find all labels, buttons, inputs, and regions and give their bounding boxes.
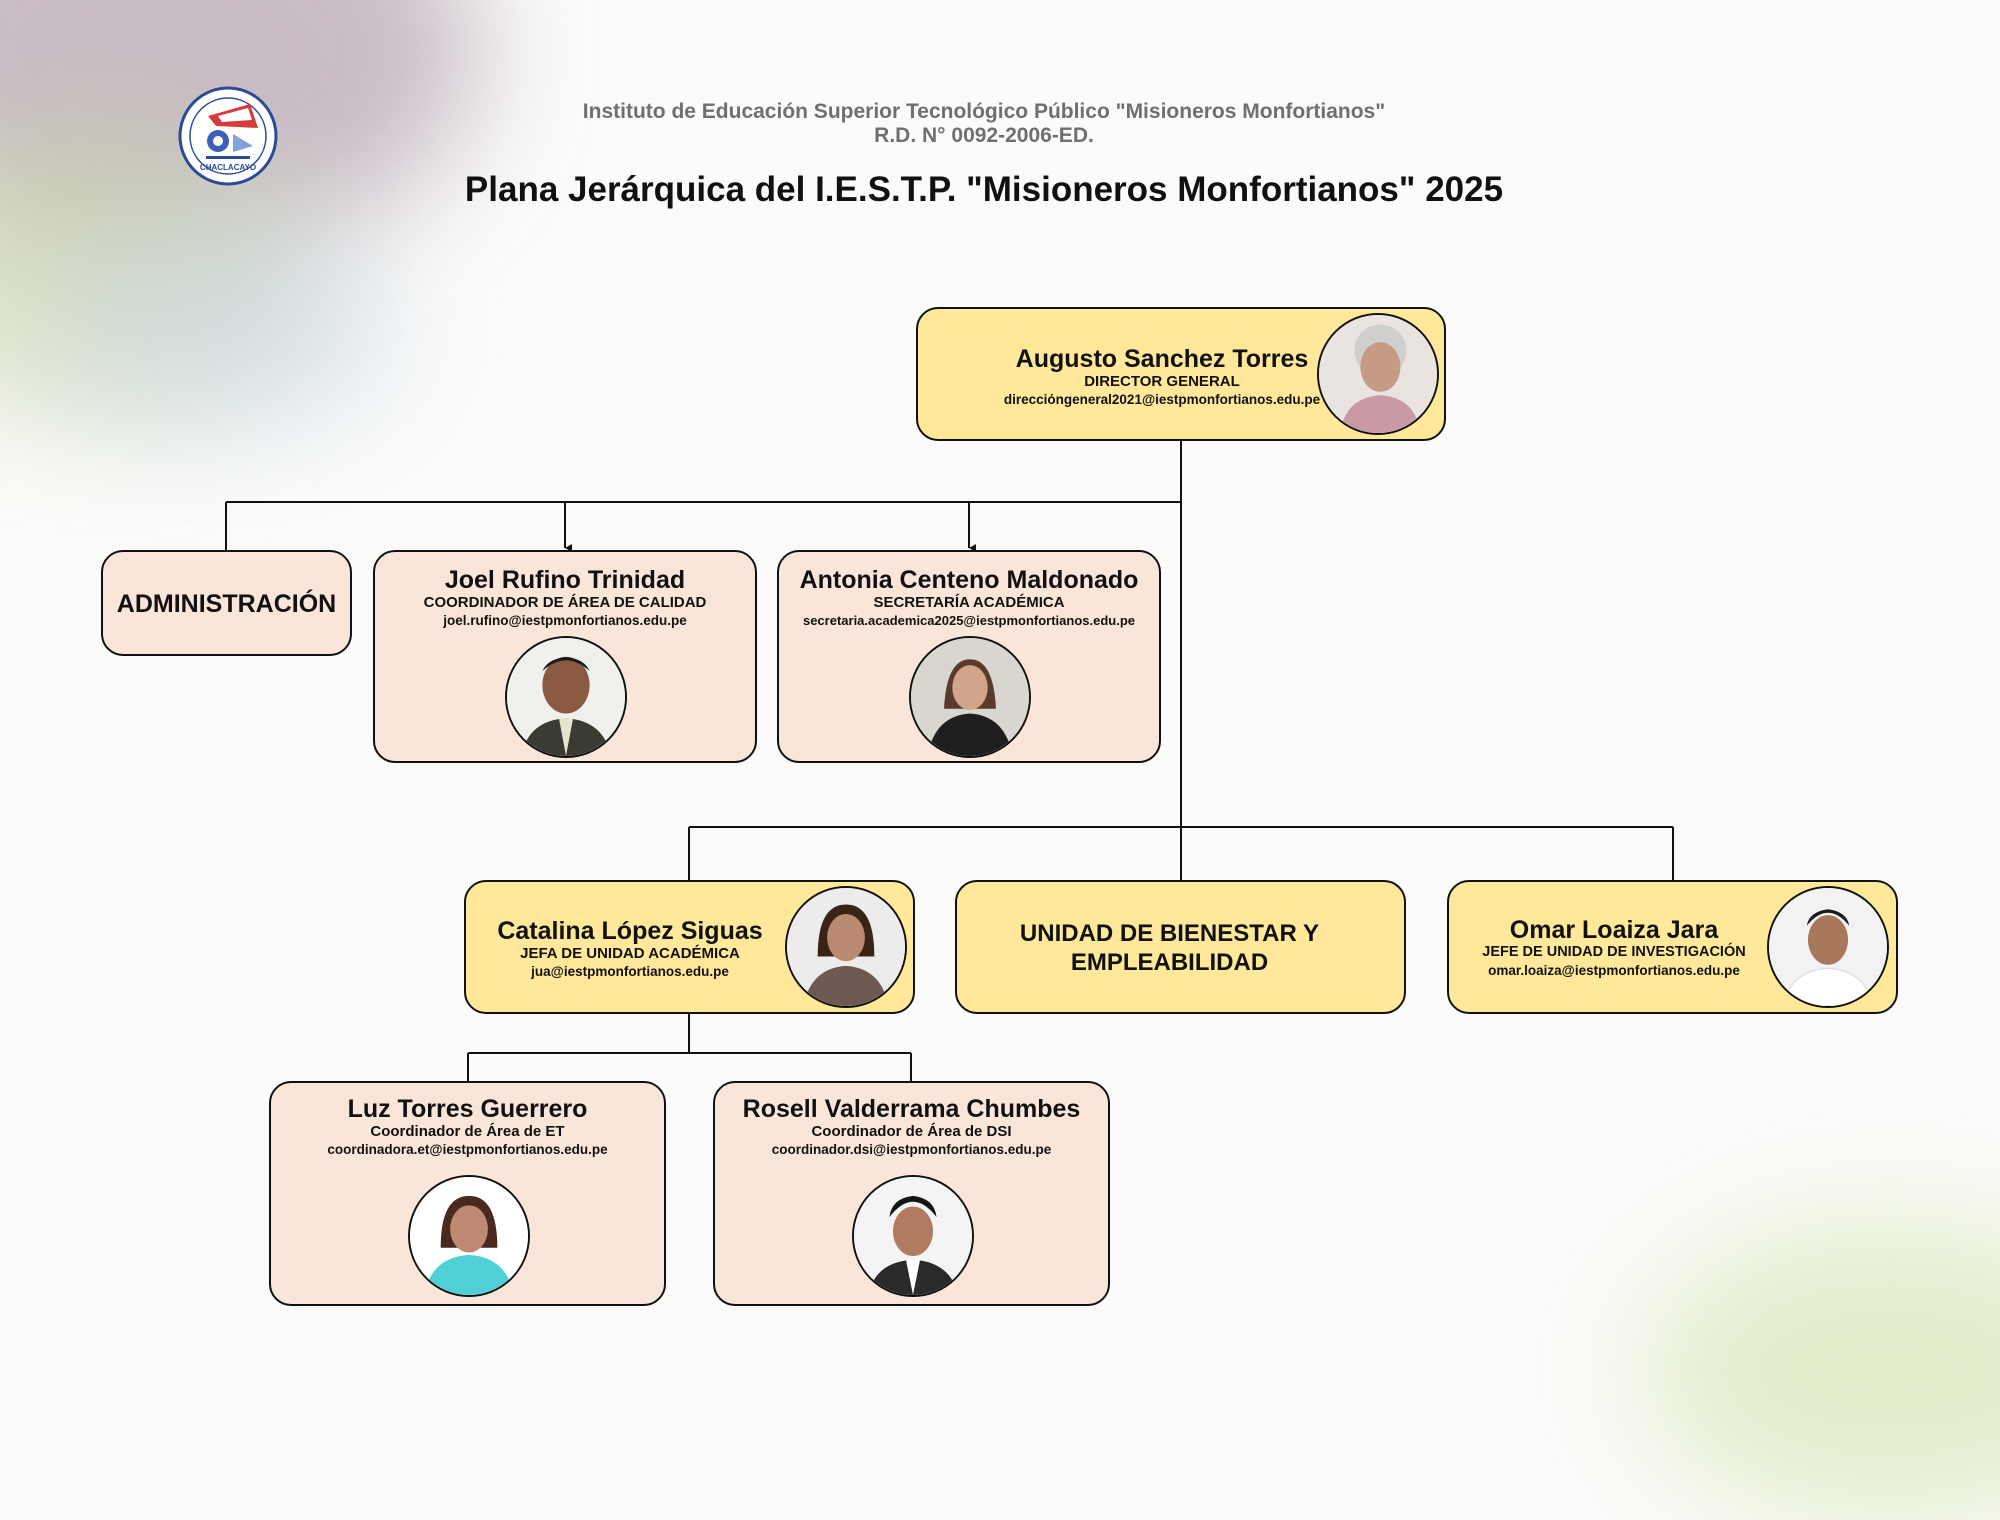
- node-dsi: Rosell Valderrama Chumbes Coordinador de…: [713, 1081, 1110, 1306]
- resolution-number: R.D. N° 0092-2006-ED.: [874, 124, 1094, 147]
- dsi-photo: [852, 1175, 974, 1297]
- investigacion-email: omar.loaiza@iestpmonfortianos.edu.pe: [1488, 963, 1740, 978]
- calidad-role: COORDINADOR DE ÁREA DE CALIDAD: [423, 594, 707, 611]
- director-photo: [1317, 313, 1439, 435]
- director-email: direcciόngeneral2021@iestpmonfortianos.e…: [1003, 392, 1321, 407]
- et-email: coordinadora.et@iestpmonfortianos.edu.pe: [327, 1142, 608, 1157]
- logo-text: CHACLACAYO: [200, 163, 256, 172]
- secretaria-name: Antonia Centeno Maldonado: [799, 566, 1139, 594]
- node-director: Augusto Sanchez Torres DIRECTOR GENERAL …: [916, 307, 1446, 441]
- secretaria-role: SECRETARÍA ACADÉMICA: [873, 594, 1065, 611]
- calidad-photo: [505, 636, 627, 758]
- director-name: Augusto Sanchez Torres: [1015, 345, 1309, 373]
- secretaria-photo: [909, 636, 1031, 758]
- page-title: Plana Jerárquica del I.E.S.T.P. "Misione…: [464, 170, 1504, 209]
- et-photo: [408, 1175, 530, 1297]
- node-investigacion: Omar Loaiza Jara JEFE DE UNIDAD DE INVES…: [1447, 880, 1898, 1014]
- node-secretaria: Antonia Centeno Maldonado SECRETARÍA ACA…: [777, 550, 1161, 763]
- dsi-name: Rosell Valderrama Chumbes: [742, 1095, 1081, 1123]
- institution-header: Instituto de Educación Superior Tecnológ…: [0, 100, 1968, 148]
- bienestar-label: UNIDAD DE BIENESTAR Y EMPLEABILIDAD: [957, 919, 1382, 977]
- bienestar-line1: UNIDAD DE BIENESTAR Y: [1019, 920, 1320, 947]
- node-administracion: ADMINISTRACIÓN: [101, 550, 352, 656]
- investigacion-role: JEFE DE UNIDAD DE INVESTIGACIÓN: [1482, 944, 1746, 960]
- academica-role: JEFA DE UNIDAD ACADÉMICA: [520, 945, 740, 962]
- investigacion-photo: [1767, 886, 1889, 1008]
- dsi-email: coordinador.dsi@iestpmonfortianos.edu.pe: [771, 1142, 1052, 1157]
- administracion-label: ADMINISTRACIÓN: [116, 590, 337, 618]
- node-calidad: Joel Rufino Trinidad COORDINADOR DE ÁREA…: [373, 550, 757, 763]
- et-role: Coordinador de Área de ET: [370, 1123, 565, 1140]
- calidad-email: joel.rufino@iestpmonfortianos.edu.pe: [443, 613, 687, 628]
- institution-name: Instituto de Educación Superior Tecnológ…: [582, 100, 1386, 123]
- node-et: Luz Torres Guerrero Coordinador de Área …: [269, 1081, 666, 1306]
- secretaria-email: secretaria.academica2025@iestpmonfortian…: [802, 613, 1136, 628]
- investigacion-name: Omar Loaiza Jara: [1509, 916, 1719, 944]
- academica-email: jua@iestpmonfortianos.edu.pe: [531, 964, 729, 979]
- director-role: DIRECTOR GENERAL: [1084, 373, 1240, 390]
- org-connectors: [225, 440, 1674, 1081]
- node-academica: Catalina López Siguas JEFA DE UNIDAD ACA…: [464, 880, 915, 1014]
- bienestar-line2: EMPLEABILIDAD: [1070, 949, 1269, 976]
- academica-photo: [785, 886, 907, 1008]
- dsi-role: Coordinador de Área de DSI: [811, 1123, 1012, 1140]
- calidad-name: Joel Rufino Trinidad: [444, 566, 686, 594]
- node-bienestar: UNIDAD DE BIENESTAR Y EMPLEABILIDAD: [955, 880, 1406, 1014]
- institute-logo: CHACLACAYO: [178, 86, 278, 186]
- academica-name: Catalina López Siguas: [497, 917, 763, 945]
- et-name: Luz Torres Guerrero: [347, 1095, 588, 1123]
